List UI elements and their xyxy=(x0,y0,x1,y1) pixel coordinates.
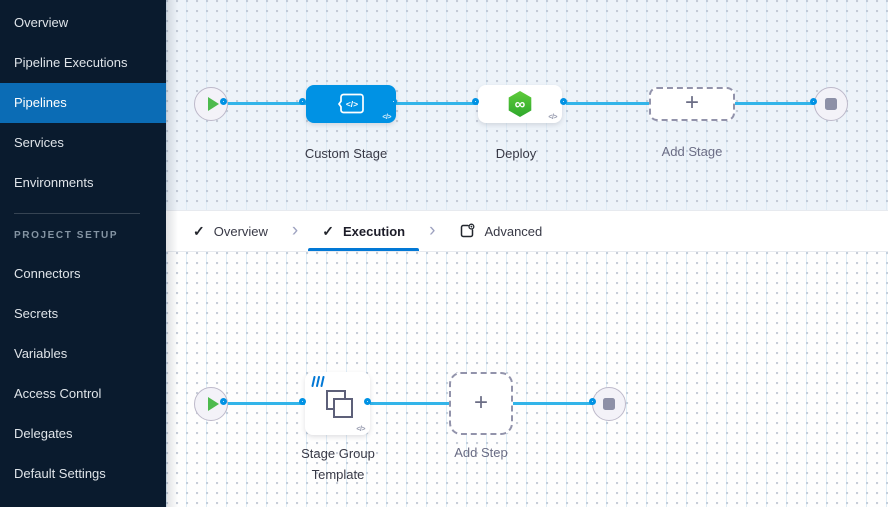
tab-execution-label: Execution xyxy=(342,223,406,239)
sidebar-item-connectors[interactable]: Connectors xyxy=(14,266,81,281)
tab-advanced[interactable]: Advanced xyxy=(445,211,556,251)
connector-port xyxy=(810,98,817,105)
stage-label: Custom Stage xyxy=(304,146,388,161)
plus-icon: + xyxy=(473,388,488,416)
sidebar-item-services[interactable]: Services xyxy=(14,135,64,150)
play-icon xyxy=(207,397,219,411)
stage-config-tabbar: ✓ Overview › ✓ Execution › Advanced xyxy=(166,210,888,252)
stop-icon xyxy=(825,98,837,110)
edge xyxy=(370,402,449,405)
connector-port xyxy=(560,98,567,105)
sidebar-item-pipelines[interactable]: Pipelines xyxy=(0,83,166,123)
stage-node-custom-stage[interactable]: </> </> xyxy=(306,85,396,123)
connector-port xyxy=(589,398,596,405)
execution-canvas[interactable]: </> + Stage Group Template Add Step xyxy=(166,252,888,507)
sidebar-item-overview[interactable]: Overview xyxy=(14,15,69,30)
yaml-code-icon: </> xyxy=(382,114,391,121)
edge xyxy=(226,402,306,405)
sidebar-item-access-control[interactable]: Access Control xyxy=(14,386,102,401)
sidebar-divider xyxy=(14,213,140,214)
tab-advanced-label: Advanced xyxy=(484,223,543,239)
sidebar-section-title: PROJECT SETUP xyxy=(14,230,119,241)
add-stage-label: Add Stage xyxy=(661,144,723,159)
sidebar-item-pipeline-executions[interactable]: Pipeline Executions xyxy=(14,55,128,70)
custom-stage-icon: </> xyxy=(337,93,364,114)
sidebar: Overview Pipeline Executions Pipelines S… xyxy=(0,0,166,507)
plus-icon: + xyxy=(684,89,699,116)
add-step-button[interactable]: + xyxy=(449,372,513,435)
tab-overview-label: Overview xyxy=(213,223,268,239)
chevron-right-icon: › xyxy=(429,219,436,241)
check-icon: ✓ xyxy=(322,222,334,239)
sidebar-item-default-settings[interactable]: Default Settings xyxy=(14,466,106,481)
svg-text:</>: </> xyxy=(346,99,358,109)
advanced-settings-icon xyxy=(461,223,475,238)
template-badge-icon xyxy=(311,376,325,387)
svg-text:∞: ∞ xyxy=(515,96,526,113)
tab-execution[interactable]: ✓ Execution xyxy=(308,211,419,251)
connector-port xyxy=(390,98,397,105)
connector-port xyxy=(299,398,306,405)
yaml-code-icon: </> xyxy=(356,426,365,433)
stop-icon xyxy=(603,398,615,410)
step-node-stage-group-template[interactable]: </> xyxy=(305,372,370,435)
stage-group-icon xyxy=(325,389,353,418)
cd-hexagon-icon: ∞ xyxy=(508,91,532,117)
sidebar-item-environments[interactable]: Environments xyxy=(14,175,94,190)
add-stage-button[interactable]: + xyxy=(649,87,735,121)
sidebar-item-variables[interactable]: Variables xyxy=(14,346,68,361)
connector-port xyxy=(220,398,227,405)
connector-port xyxy=(472,98,479,105)
yaml-code-icon: </> xyxy=(548,114,557,121)
step-label: Stage Group Template xyxy=(301,446,375,482)
connector-port xyxy=(220,98,227,105)
tab-overview[interactable]: ✓ Overview xyxy=(179,211,282,251)
edge xyxy=(226,102,306,105)
add-step-label: Add Step xyxy=(454,445,508,460)
edge xyxy=(734,102,817,105)
sidebar-item-delegates[interactable]: Delegates xyxy=(14,426,73,441)
pipeline-end-node xyxy=(814,87,848,121)
connector-port xyxy=(299,98,306,105)
edge xyxy=(396,102,478,105)
main-area: </> </> ∞ </> xyxy=(166,0,888,507)
stage-node-deploy[interactable]: ∞ </> xyxy=(478,85,562,123)
edge xyxy=(566,102,649,105)
play-icon xyxy=(207,97,219,111)
stage-label: Deploy xyxy=(495,146,537,161)
edge xyxy=(512,402,596,405)
sidebar-item-secrets[interactable]: Secrets xyxy=(14,306,59,321)
check-icon: ✓ xyxy=(193,222,205,239)
chevron-right-icon: › xyxy=(291,219,299,241)
stage-canvas[interactable]: </> </> ∞ </> xyxy=(166,0,888,210)
connector-port xyxy=(364,398,371,405)
execution-end-node xyxy=(592,387,626,421)
